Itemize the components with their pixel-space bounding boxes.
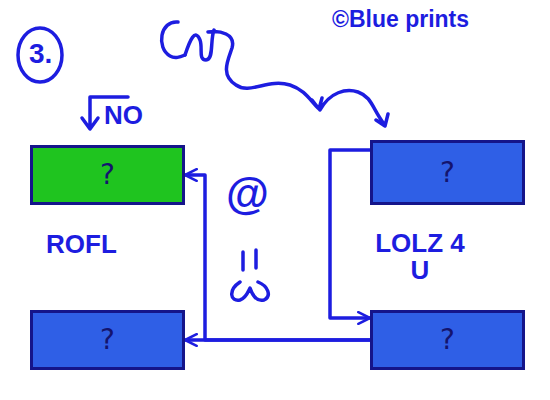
box-caption: LOLZ 4 U (370, 230, 470, 285)
at-sign: @ (226, 172, 269, 216)
watermark: ©Blue prints (332, 8, 469, 31)
question-mark: ? (100, 161, 115, 189)
no-note: NO (104, 102, 143, 128)
sketch-box-group: ?ROFL (30, 145, 185, 205)
question-mark: ? (100, 326, 115, 354)
face-eyes (243, 250, 256, 270)
question-mark: ? (440, 159, 455, 187)
box-caption: ROFL (46, 231, 156, 258)
sketch-box: ? (30, 310, 185, 370)
squiggle-arrow (185, 30, 388, 126)
flow-connector (330, 150, 370, 318)
c-symbol (162, 22, 185, 58)
sketch-box-group: ? (30, 310, 185, 370)
sketch-box: ? (370, 310, 525, 370)
number-circle (18, 28, 62, 82)
face-mouth (232, 282, 269, 300)
question-mark: ? (440, 326, 455, 354)
sketch-box-group: ? (370, 310, 525, 370)
sketch-box: ? (370, 140, 525, 205)
flow-connector (185, 175, 370, 340)
step-number: 3. (29, 40, 52, 68)
sketch-box: ? (30, 145, 185, 205)
sketch-box-group: ?LOLZ 4 U (370, 140, 525, 205)
